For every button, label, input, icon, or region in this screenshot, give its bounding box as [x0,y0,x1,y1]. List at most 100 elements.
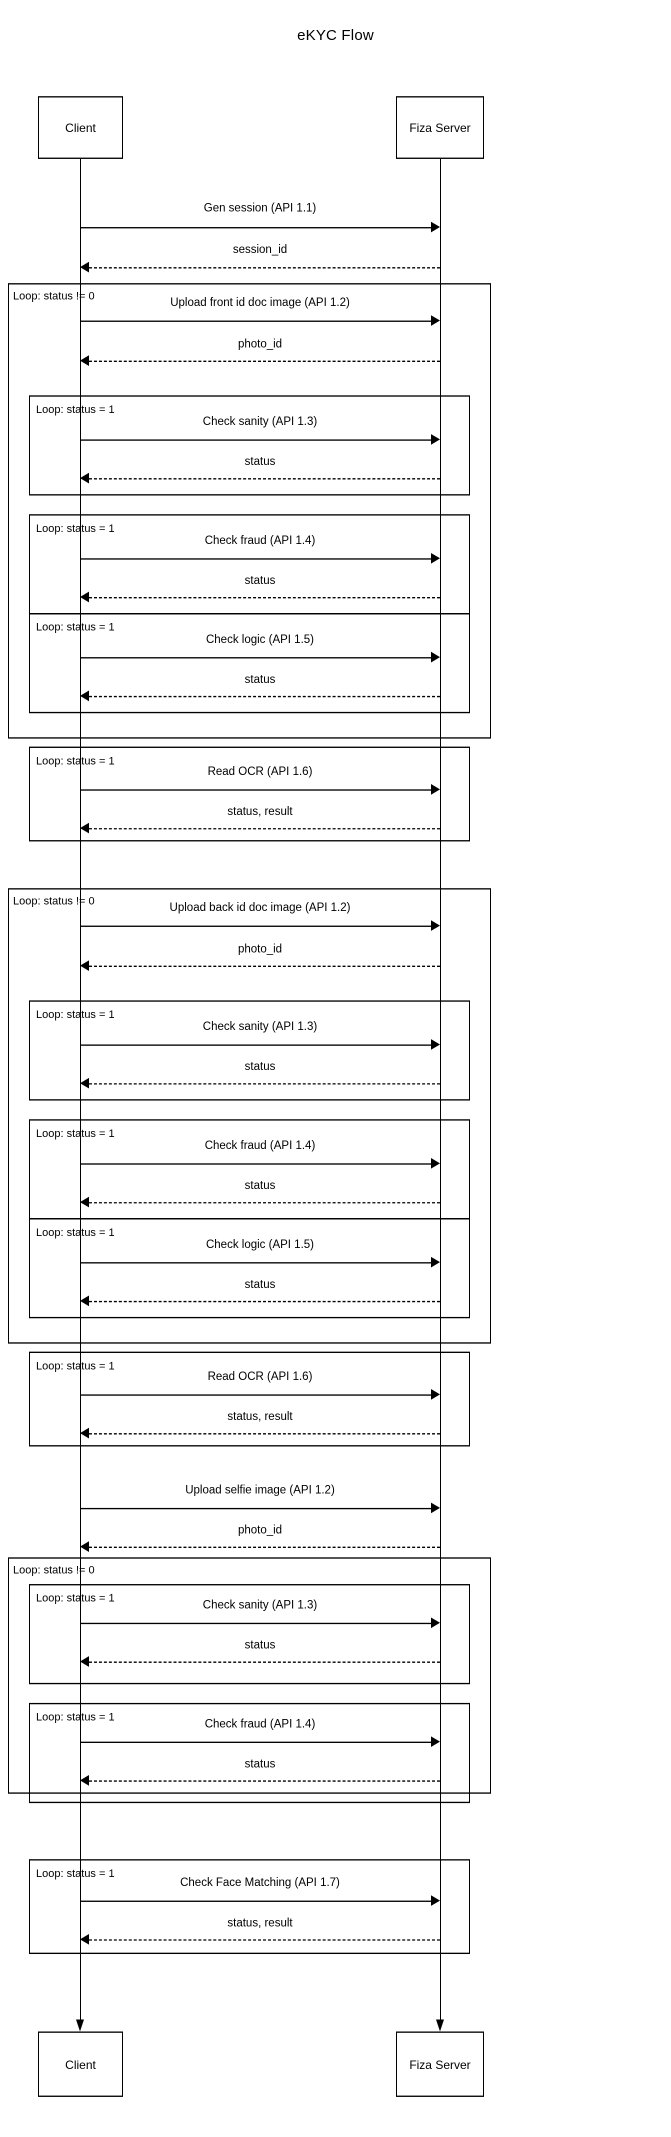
message-line-m17 [80,1163,432,1165]
message-line-m10 [89,695,440,698]
frame-loop-front-sanity [29,395,470,496]
message-label-m02: session_id [232,243,288,256]
message-arrow-m27 [431,1736,440,1747]
frame-loop-selfie-sanity [29,1584,470,1685]
message-arrow-m24 [80,1541,89,1552]
message-line-m18 [89,1202,440,1204]
message-label-m17: Check fraud (API 1.4) [204,1139,316,1152]
message-label-m27: Check fraud (API 1.4) [204,1718,316,1731]
frame-loop-front-logic [29,613,470,714]
actor-label-client-bottom: Client [65,2057,96,2072]
message-line-m05 [80,439,432,441]
message-arrow-m11 [431,784,440,795]
message-arrow-m06 [80,472,89,484]
actor-box-client-bottom[interactable]: Client [38,2031,123,2097]
frame-label-loop-back-id: Loop: status != 0 [13,895,95,908]
message-arrow-m19 [431,1256,440,1268]
message-label-m12: status, result [227,806,293,819]
message-arrow-m26 [80,1656,89,1667]
message-label-m19: Check logic (API 1.5) [205,1238,314,1251]
message-arrow-m05 [431,434,440,445]
message-label-m20: status [244,1278,276,1291]
lifeline-client [80,158,81,2023]
message-arrow-m12 [80,822,89,834]
lifeline-arrowhead-client [76,2019,84,2032]
message-label-m23: Upload selfie image (API 1.2) [185,1484,335,1497]
frame-label-loop-front-sanity: Loop: status = 1 [36,404,115,417]
message-line-m13 [80,925,432,927]
message-arrow-m15 [431,1039,440,1050]
message-arrow-m29 [431,1895,440,1906]
message-label-m15: Check sanity (API 1.3) [202,1021,318,1034]
frame-label-loop-back-fraud: Loop: status = 1 [36,1127,115,1140]
message-line-m14 [89,965,440,967]
message-label-m14: photo_id [237,943,283,956]
message-line-m04 [89,360,440,362]
message-label-m28: status [244,1758,276,1771]
message-line-m16 [89,1083,440,1085]
message-label-m16: status [244,1061,276,1074]
message-arrow-m04 [80,355,89,366]
message-label-m18: status [244,1180,276,1193]
actor-box-server-bottom[interactable]: Fiza Server [396,2031,484,2097]
message-label-m24: photo_id [237,1524,283,1537]
message-label-m10: status [244,673,276,686]
message-line-m21 [80,1394,432,1396]
message-line-m23 [80,1507,432,1510]
frame-label-loop-back-ocr: Loop: status = 1 [36,1360,115,1373]
message-line-m19 [80,1262,432,1264]
frame-label-loop-front-fraud: Loop: status = 1 [36,522,115,535]
frame-label-loop-face-match: Loop: status = 1 [36,1867,115,1880]
message-arrow-m23 [431,1502,440,1514]
message-arrow-m21 [431,1389,440,1400]
message-arrow-m14 [80,960,89,971]
actor-label-server-bottom: Fiza Server [409,2057,471,2072]
frame-loop-face-match [29,1859,470,1955]
lifeline-arrowhead-server [436,2019,444,2032]
message-label-m07: Check fraud (API 1.4) [204,534,316,547]
message-line-m06 [89,478,440,480]
message-label-m09: Check logic (API 1.5) [205,633,314,646]
message-line-m15 [80,1044,432,1046]
message-line-m03 [80,320,432,322]
message-line-m08 [89,597,440,599]
message-line-m25 [80,1622,432,1625]
frame-label-loop-selfie-sanity: Loop: status = 1 [36,1592,115,1605]
frame-label-loop-back-sanity: Loop: status = 1 [36,1009,115,1022]
actor-label-server-top: Fiza Server [409,120,471,135]
message-arrow-m08 [80,591,89,603]
message-arrow-m01 [431,221,440,233]
frame-loop-selfie-fraud [29,1702,470,1804]
message-label-m05: Check sanity (API 1.3) [202,416,318,429]
frame-loop-selfie [8,1557,491,1794]
message-line-m02 [89,267,440,269]
message-arrow-m03 [431,315,440,326]
frame-loop-back-ocr [29,1351,470,1447]
frame-label-loop-selfie: Loop: status != 0 [13,1564,95,1577]
message-label-m21: Read OCR (API 1.6) [207,1371,313,1384]
message-label-m11: Read OCR (API 1.6) [207,765,313,778]
message-arrow-m18 [80,1196,89,1208]
message-label-m01: Gen session (API 1.1) [203,202,317,215]
actor-box-client-top[interactable]: Client [38,96,123,159]
message-line-m28 [89,1780,440,1782]
frame-label-loop-front-logic: Loop: status = 1 [36,621,115,634]
message-arrow-m22 [80,1427,89,1439]
frame-label-loop-front-ocr: Loop: status = 1 [36,755,115,768]
message-label-m06: status [244,456,276,469]
frame-loop-front-id [8,283,491,739]
message-label-m08: status [244,574,276,587]
message-arrow-m07 [431,552,440,564]
message-arrow-m30 [80,1933,89,1945]
frame-loop-front-ocr [29,746,470,842]
message-label-m30: status, result [227,1917,293,1930]
message-line-m09 [80,657,432,659]
message-label-m03: Upload front id doc image (API 1.2) [170,297,350,310]
message-arrow-m28 [80,1775,89,1786]
message-line-m22 [89,1433,440,1435]
frame-loop-back-id [8,888,491,1344]
frame-label-loop-selfie-fraud: Loop: status = 1 [36,1711,115,1724]
actor-box-server-top[interactable]: Fiza Server [396,96,484,159]
message-arrow-m17 [431,1157,440,1169]
